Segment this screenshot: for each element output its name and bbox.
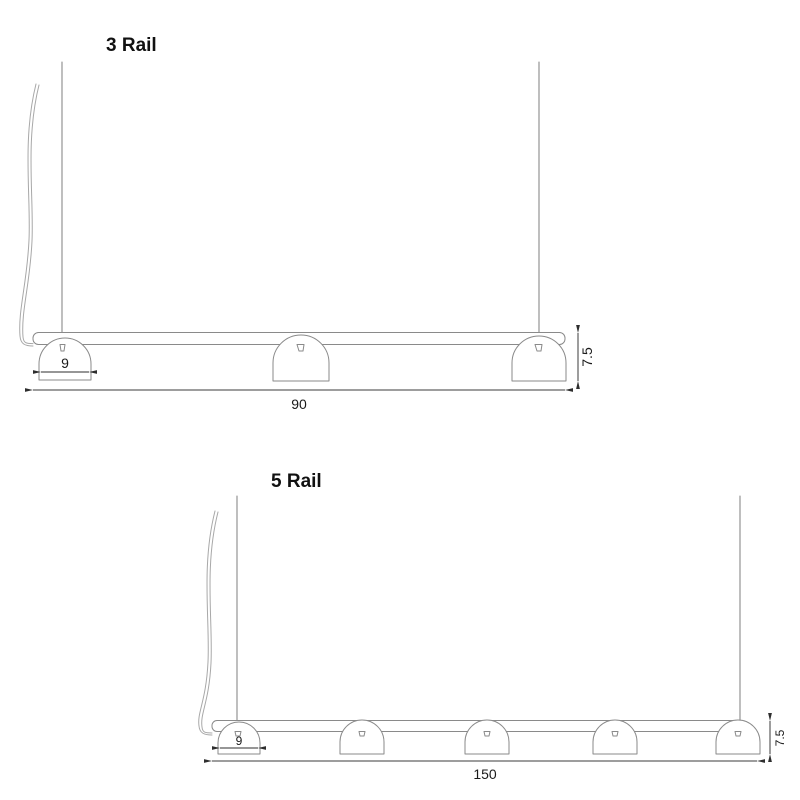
dome-shade bbox=[464, 719, 510, 755]
dimension-height-five-rail: 7.5 bbox=[768, 713, 787, 762]
dimension-shade-width-five-rail: 9 bbox=[212, 734, 266, 750]
dome-shade bbox=[38, 337, 92, 381]
drawing-three-rail: 3 Rail bbox=[19, 35, 595, 412]
dimension-label-shade-width: 9 bbox=[236, 734, 243, 748]
suspension-cables-three-rail bbox=[61, 61, 540, 334]
dimension-label-height: 7.5 bbox=[773, 729, 787, 746]
dimension-length-five-rail: 150 bbox=[204, 759, 765, 782]
dimension-label-length: 150 bbox=[473, 766, 497, 782]
power-cord-three-rail bbox=[19, 83, 40, 347]
drawing-title-three-rail: 3 Rail bbox=[106, 35, 157, 56]
dimension-height-three-rail: 7.5 bbox=[576, 325, 595, 389]
power-cord-five-rail bbox=[198, 510, 219, 736]
dimension-shade-width-three-rail: 9 bbox=[33, 355, 97, 374]
dome-shade bbox=[592, 719, 638, 755]
drawing-title-five-rail: 5 Rail bbox=[271, 471, 322, 492]
dome-shade bbox=[715, 719, 761, 755]
shade-group-five-rail bbox=[217, 719, 761, 755]
dimension-label-length: 90 bbox=[291, 396, 307, 412]
shade-group-three-rail bbox=[38, 334, 567, 382]
dome-shade bbox=[217, 721, 261, 755]
dimension-label-shade-width: 9 bbox=[61, 355, 69, 371]
dome-shade bbox=[511, 335, 567, 382]
dome-shade bbox=[272, 334, 330, 382]
dimension-label-height: 7.5 bbox=[579, 347, 595, 367]
dimension-length-three-rail: 90 bbox=[25, 388, 573, 412]
suspension-cables-five-rail bbox=[236, 495, 741, 722]
drawing-five-rail: 5 Rail bbox=[198, 471, 787, 782]
dome-shade bbox=[339, 719, 385, 755]
